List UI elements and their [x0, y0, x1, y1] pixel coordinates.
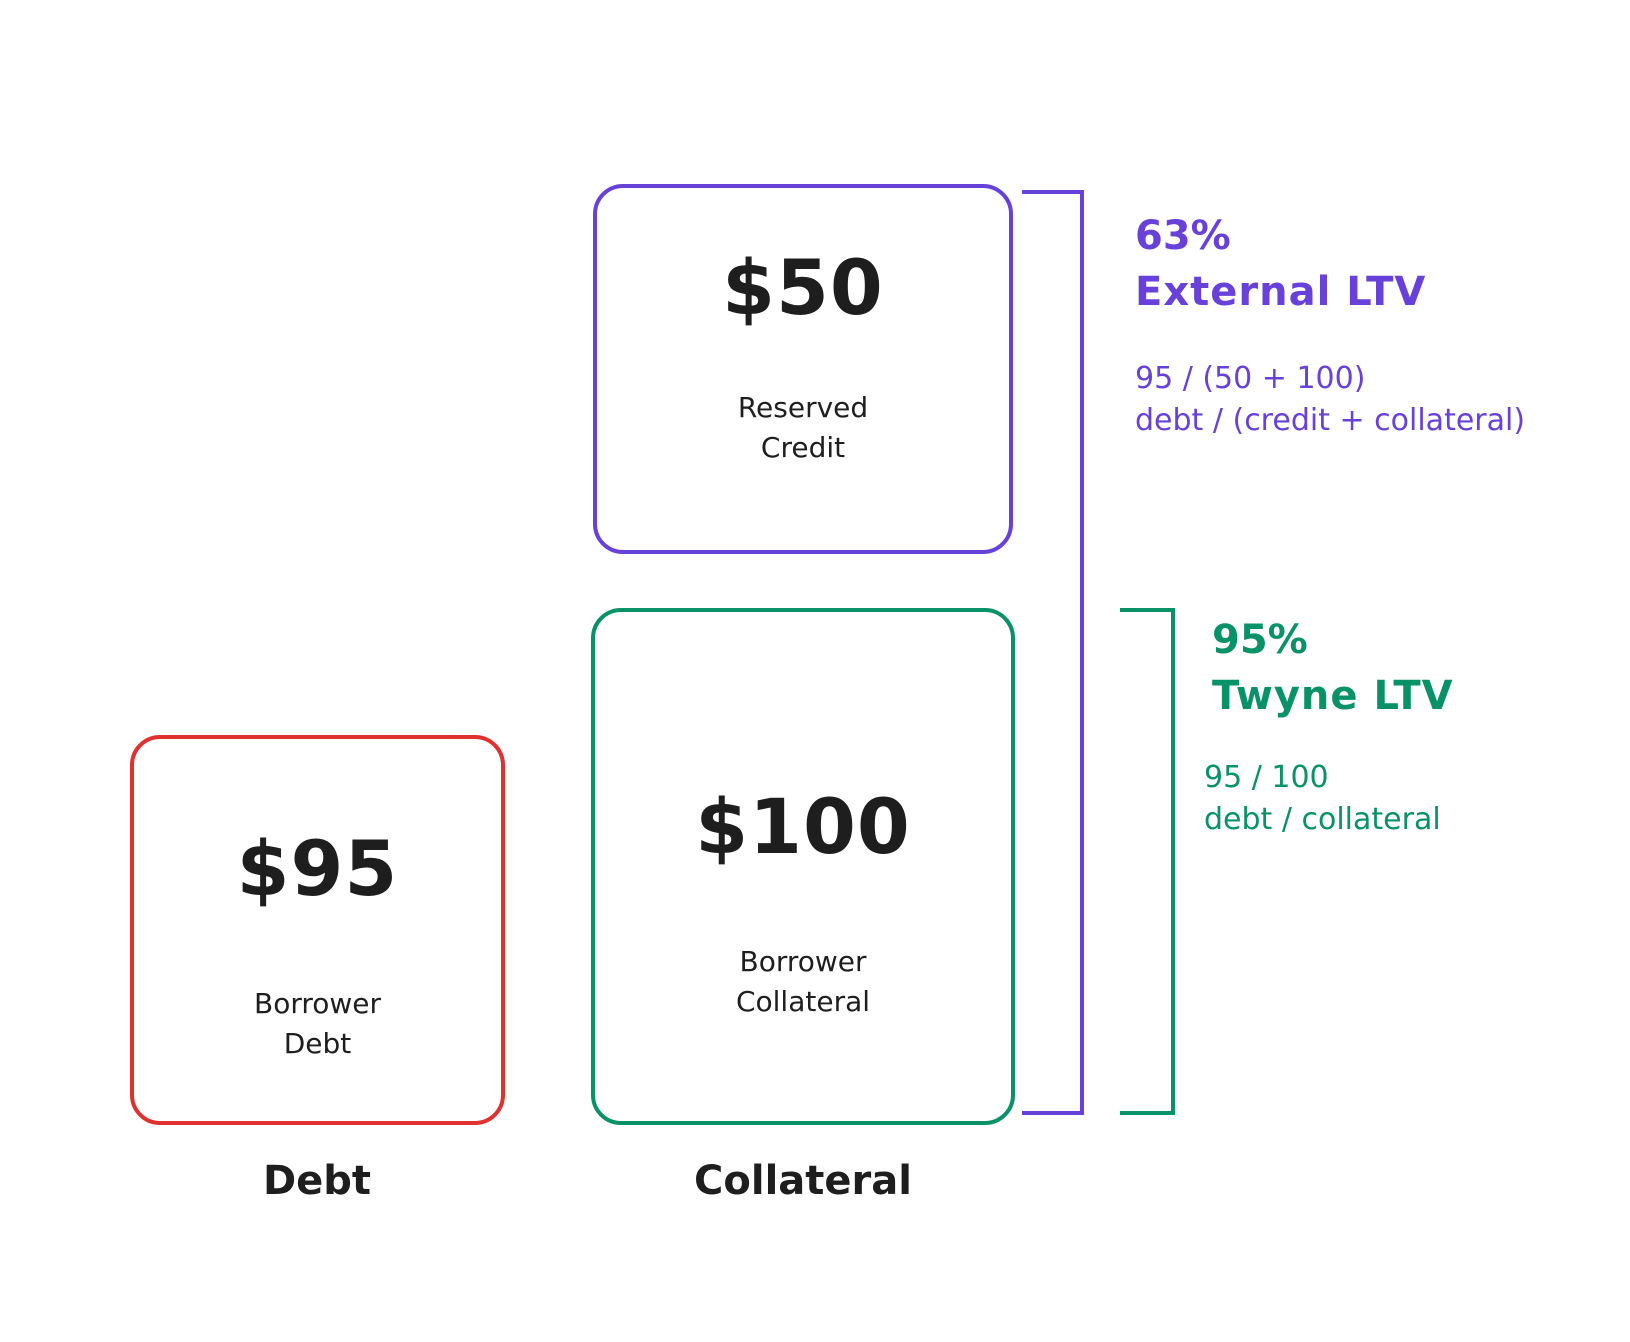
- borrower-collateral-box: $100 Borrower Collateral: [591, 608, 1015, 1125]
- twyne-ltv-formula-values: 95 / 100: [1204, 760, 1329, 795]
- collateral-amount: $100: [695, 782, 911, 871]
- external-ltv-formula-terms: debt / (credit + collateral): [1135, 403, 1526, 438]
- external-ltv-annotation: 63% External LTV 95 / (50 + 100) debt / …: [1135, 208, 1525, 438]
- external-ltv-title: External LTV: [1135, 269, 1427, 315]
- debt-box-label-line-1: Borrower: [253, 987, 382, 1020]
- borrower-debt-box: $95 Borrower Debt: [130, 735, 505, 1125]
- twyne-ltv-title: Twyne LTV: [1212, 673, 1454, 719]
- credit-box-label-line-1: Reserved: [737, 391, 869, 424]
- collateral-box-label-line-1: Borrower: [739, 945, 867, 978]
- debt-column-label: Debt: [262, 1158, 372, 1204]
- collateral-box-label-line-2: Collateral: [735, 985, 871, 1018]
- credit-box-label: Reserved Credit: [597, 388, 1009, 468]
- collateral-box-label: Borrower Collateral: [595, 942, 1011, 1022]
- reserved-credit-box: $50 Reserved Credit: [593, 184, 1013, 554]
- external-ltv-percent: 63%: [1135, 213, 1231, 259]
- external-ltv-formula-values: 95 / (50 + 100): [1135, 361, 1366, 396]
- twyne-ltv-percent: 95%: [1212, 617, 1308, 663]
- credit-amount: $50: [722, 243, 884, 332]
- twyne-ltv-bracket: [1120, 608, 1175, 1115]
- twyne-ltv-formula: 95 / 100 debt / collateral: [1204, 757, 1441, 841]
- credit-box-label-line-2: Credit: [760, 431, 846, 464]
- debt-amount: $95: [236, 824, 399, 913]
- twyne-ltv-annotation: 95% Twyne LTV 95 / 100 debt / collateral: [1204, 612, 1454, 837]
- collateral-column-label: Collateral: [694, 1158, 912, 1204]
- external-ltv-bracket: [1022, 190, 1084, 1115]
- external-ltv-formula: 95 / (50 + 100) debt / (credit + collate…: [1135, 358, 1525, 442]
- debt-box-label: Borrower Debt: [134, 984, 501, 1064]
- twyne-ltv-formula-terms: debt / collateral: [1204, 802, 1441, 837]
- debt-box-label-line-2: Debt: [283, 1027, 352, 1060]
